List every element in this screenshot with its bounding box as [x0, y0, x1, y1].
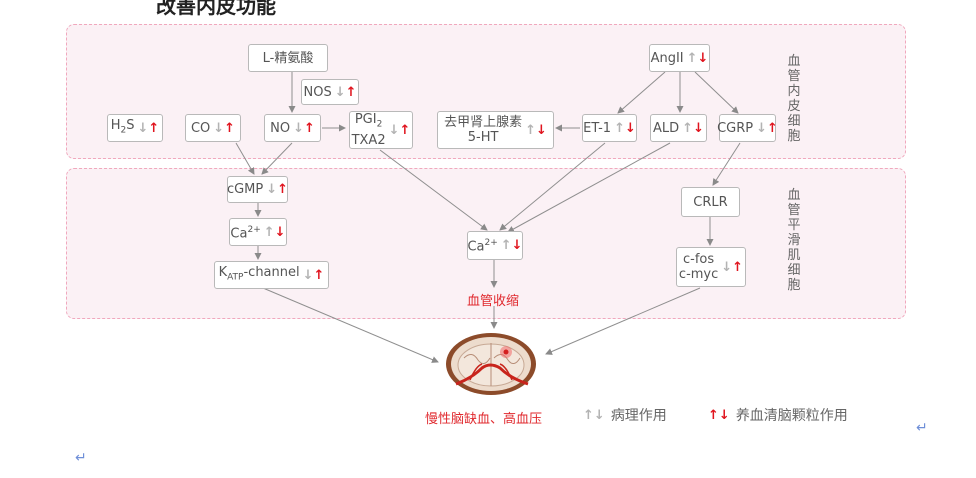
katp-effect-arrows: ↓↑ [302, 267, 325, 283]
node-et1: ET-1 ↑↓ [582, 114, 637, 142]
node-cgmp: cGMP ↓↑ [227, 176, 288, 203]
arrow-ald-to-ca-mid [507, 142, 671, 233]
node-crlr: CRLR [681, 187, 740, 217]
endothelial-region-label: 血管内皮细胞 [787, 54, 801, 144]
page-title: 改善内皮功能 [156, 0, 276, 18]
arrow-cgrp-to-crlr [712, 142, 741, 186]
node-h2s: H2S ↓↑ [107, 114, 163, 142]
node-pgi2-txa2: PGI2 TXA2 ↓↑ [349, 111, 413, 149]
arrow-pgi-to-ca-mid [379, 149, 488, 231]
node-nos: NOS ↓↑ [301, 79, 359, 105]
smooth-muscle-region-label: 血管平滑肌细胞 [787, 188, 801, 293]
treatment-arrows-icon: ↑↓ [708, 407, 730, 423]
co-effect-arrows: ↓↑ [213, 120, 236, 136]
arrow-no-to-cgmp [261, 142, 293, 175]
node-katp-channel: KATP-channel ↓↑ [214, 261, 329, 289]
ca-left-effect-arrows: ↑↓ [263, 224, 286, 240]
node-co: CO ↓↑ [185, 114, 241, 142]
arrow-angii-to-et1 [617, 71, 666, 114]
brain-icon [446, 333, 536, 395]
node-ca-mid: Ca2+ ↑↓ [467, 231, 523, 260]
arrow-cmyc-to-brain [545, 287, 701, 355]
node-l-arginine: L-精氨酸 [248, 44, 328, 72]
angii-effect-arrows: ↑↓ [686, 50, 709, 66]
node-no: NO ↓↑ [264, 114, 321, 142]
node-cfos-cmyc: c-fos c-myc ↓↑ [676, 247, 746, 287]
et1-effect-arrows: ↑↓ [614, 120, 636, 136]
legend-treatment: ↑↓ 养血清脑颗粒作用 [708, 407, 848, 424]
legend-pathology: ↑↓ 病理作用 [583, 407, 667, 424]
vasoconstriction-label: 血管收缩 [467, 294, 520, 309]
node-cgrp: CGRP ↓↑ [717, 114, 778, 142]
node-norepinephrine-5ht: 去甲肾上腺素 5-HT ↑↓ [437, 111, 554, 149]
cgrp-effect-arrows: ↓↑ [756, 120, 778, 136]
ca-mid-effect-arrows: ↑↓ [500, 238, 523, 253]
norepinephrine-effect-arrows: ↑↓ [525, 122, 547, 138]
outcome-label: 慢性脑缺血、高血压 [425, 412, 543, 427]
ald-effect-arrows: ↑↓ [682, 120, 704, 136]
arrow-co-to-cgmp [235, 142, 255, 175]
nos-effect-arrows: ↓↑ [334, 84, 357, 100]
paragraph-mark-icon: ↵ [75, 450, 87, 466]
cgmp-effect-arrows: ↓↑ [266, 182, 289, 197]
arrow-angii-to-cgrp [694, 71, 739, 114]
cfos-effect-arrows: ↓↑ [721, 259, 744, 275]
arrow-et1-to-ca-mid [499, 142, 606, 231]
pathology-arrows-icon: ↑↓ [583, 407, 605, 423]
h2s-effect-arrows: ↓↑ [137, 120, 160, 136]
node-angii: AngII ↑↓ [649, 44, 710, 72]
pgi2-effect-arrows: ↓↑ [388, 122, 411, 138]
paragraph-mark-icon: ↵ [916, 420, 928, 436]
arrow-katp-to-brain [262, 287, 439, 363]
node-ca-left: Ca2+ ↑↓ [229, 218, 287, 246]
no-effect-arrows: ↓↑ [293, 120, 315, 136]
node-ald: ALD ↑↓ [650, 114, 707, 142]
